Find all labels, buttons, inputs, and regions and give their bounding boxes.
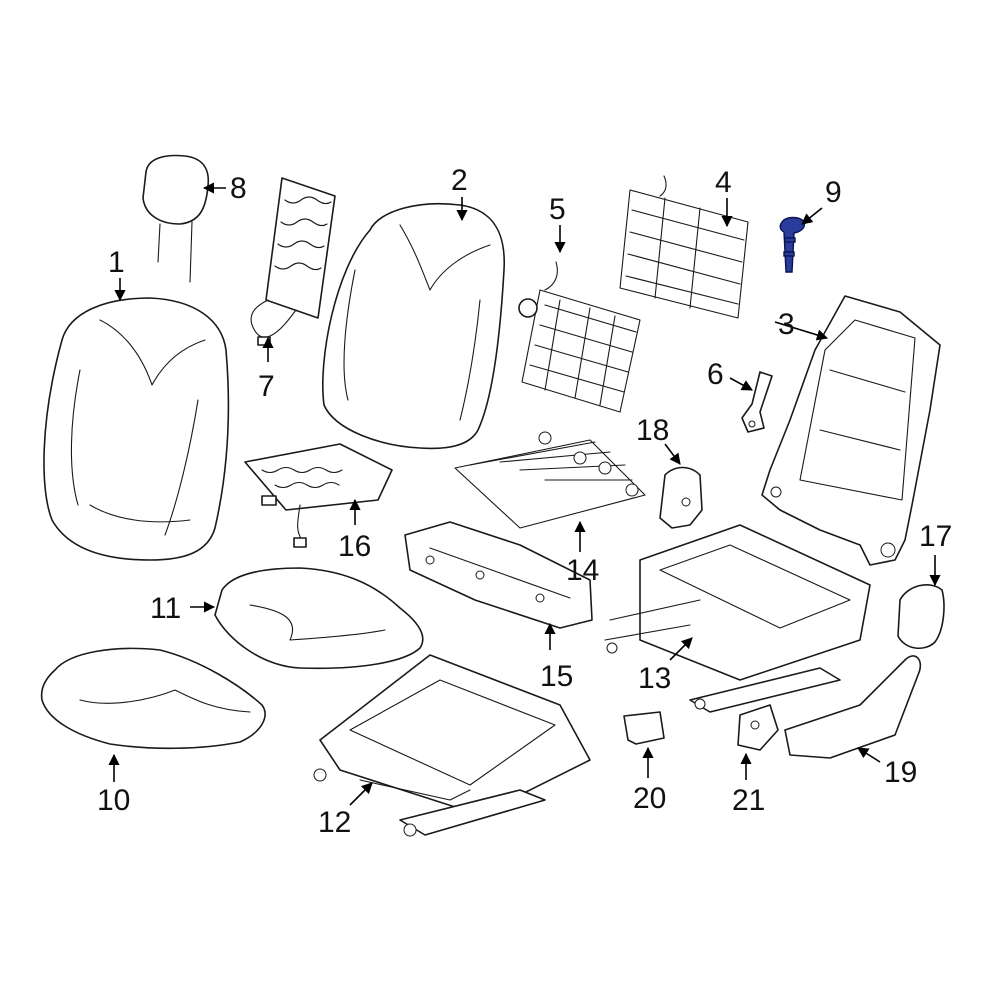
callout-17: 17 <box>919 520 952 553</box>
callout-13: 13 <box>638 662 671 695</box>
part-11-cushion-pad[interactable] <box>214 567 424 670</box>
callout-3: 3 <box>778 308 795 341</box>
part-16-seat-heater[interactable] <box>244 443 393 548</box>
callout-8: 8 <box>230 172 247 205</box>
part-2-seat-back[interactable] <box>322 202 505 450</box>
part-18-recliner-cover[interactable] <box>659 466 703 529</box>
callout-12: 12 <box>318 806 351 839</box>
part-15-seat-pan[interactable] <box>404 521 593 629</box>
part-9-headrest-guide[interactable] <box>779 216 806 273</box>
callout-4: 4 <box>715 166 732 199</box>
part-20-clip[interactable] <box>623 711 665 745</box>
callout-18: 18 <box>636 414 669 447</box>
part-21-seat-switch[interactable] <box>737 704 779 751</box>
part-1-seat-back-cover[interactable] <box>43 297 230 561</box>
part-8-headrest[interactable] <box>142 154 210 283</box>
callout-16: 16 <box>338 530 371 563</box>
callout-14: 14 <box>566 554 599 587</box>
part-10-cushion-cover[interactable] <box>40 647 266 750</box>
part-3-seat-back-frame[interactable] <box>761 295 941 566</box>
callout-2: 2 <box>451 164 468 197</box>
callout-21: 21 <box>732 784 765 817</box>
callout-6: 6 <box>707 358 724 391</box>
part-7-seat-back-heater[interactable] <box>250 177 336 346</box>
leaders <box>108 182 941 806</box>
callout-15: 15 <box>540 660 573 693</box>
callout-19: 19 <box>884 756 917 789</box>
part-12-seat-track[interactable] <box>313 654 591 837</box>
part-4-back-spring[interactable] <box>619 175 749 319</box>
part-17-side-cover[interactable] <box>897 584 945 649</box>
callout-5: 5 <box>549 193 566 226</box>
part-6-recliner-handle[interactable] <box>741 371 773 433</box>
callout-1: 1 <box>108 246 125 279</box>
part-13-seat-adjuster[interactable] <box>604 524 871 713</box>
callout-labels: 1 2 3 4 5 6 7 8 9 10 11 12 13 14 15 16 1… <box>97 164 952 839</box>
callout-10: 10 <box>97 784 130 817</box>
part-14-cushion-frame[interactable] <box>454 431 646 529</box>
callout-7: 7 <box>258 370 275 403</box>
callout-20: 20 <box>633 782 666 815</box>
part-19-side-shield[interactable] <box>784 655 922 759</box>
callout-9: 9 <box>825 176 842 209</box>
part-5-lumbar-support[interactable] <box>518 261 641 413</box>
callout-11: 11 <box>150 592 181 625</box>
